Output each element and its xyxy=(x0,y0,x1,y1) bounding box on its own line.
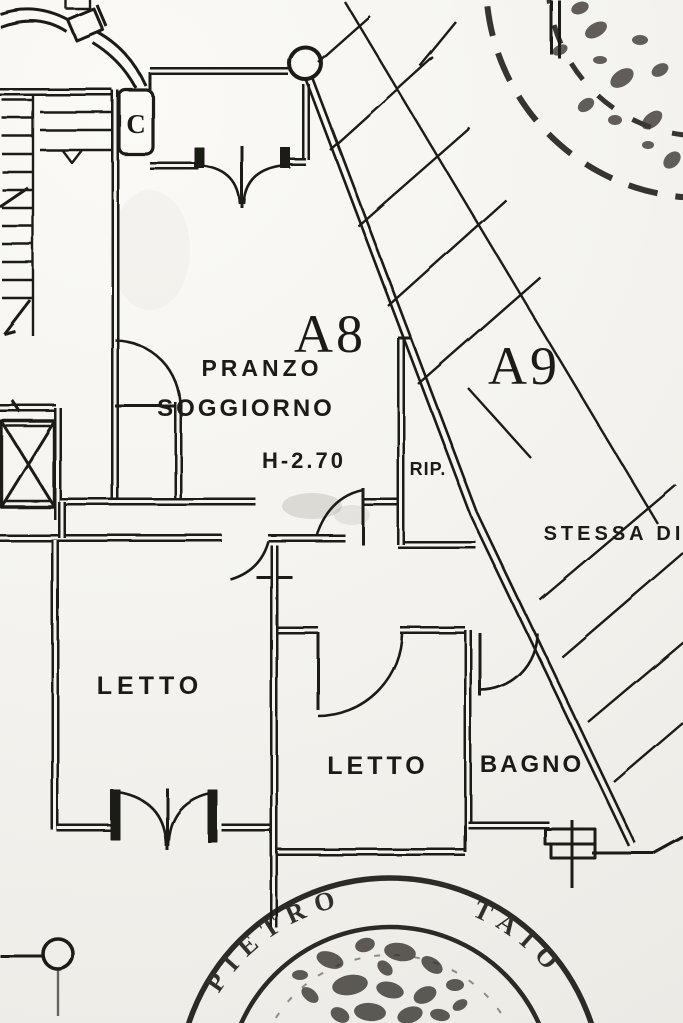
unit-label-a9: A9 xyxy=(488,336,560,396)
stamp-bottom-text-right: TAIO xyxy=(469,894,561,982)
room-label-pranzo: PRANZO xyxy=(201,355,322,381)
room-label-letto-center: LETTO xyxy=(327,752,428,780)
room-walls xyxy=(51,540,549,928)
entrance-double-door xyxy=(194,146,291,208)
stamp-bottom-emblem-speckles xyxy=(292,937,468,1023)
bedroom-left-french-door xyxy=(110,788,218,850)
flue-element xyxy=(543,820,683,888)
diagonal-band xyxy=(304,0,683,847)
room-label-rip: RIP. xyxy=(410,459,447,479)
height-annotation: H-2.70 xyxy=(262,448,346,473)
elevator-x-box xyxy=(0,399,62,520)
stamp-top-right-speckles xyxy=(552,1,681,169)
stamp-bottom: PIETRO TAIO xyxy=(185,875,595,1023)
room-label-soggiorno: SOGGIORNO xyxy=(157,395,335,422)
annotation-stessa-di: STESSA DI xyxy=(544,523,683,545)
bottom-left-column xyxy=(0,937,75,1016)
hall-doors xyxy=(229,488,539,718)
scan-smudges xyxy=(110,190,370,525)
svg-text:TAIO: TAIO xyxy=(469,894,571,982)
stair-label-c: C xyxy=(126,109,146,139)
entrance-walls xyxy=(150,45,323,170)
stamp-top-right xyxy=(483,0,683,201)
room-label-bagno: BAGNO xyxy=(480,751,584,778)
stairwell xyxy=(0,88,182,502)
column-circle xyxy=(287,45,323,81)
hall-walls xyxy=(0,336,476,549)
unit-label-a8: A8 xyxy=(294,304,366,364)
labels-layer: A8 A9 C PRANZO SOGGIORNO H-2.70 RIP. LET… xyxy=(97,109,683,780)
curved-wall xyxy=(0,0,155,156)
room-label-letto-left: LETTO xyxy=(97,672,203,700)
